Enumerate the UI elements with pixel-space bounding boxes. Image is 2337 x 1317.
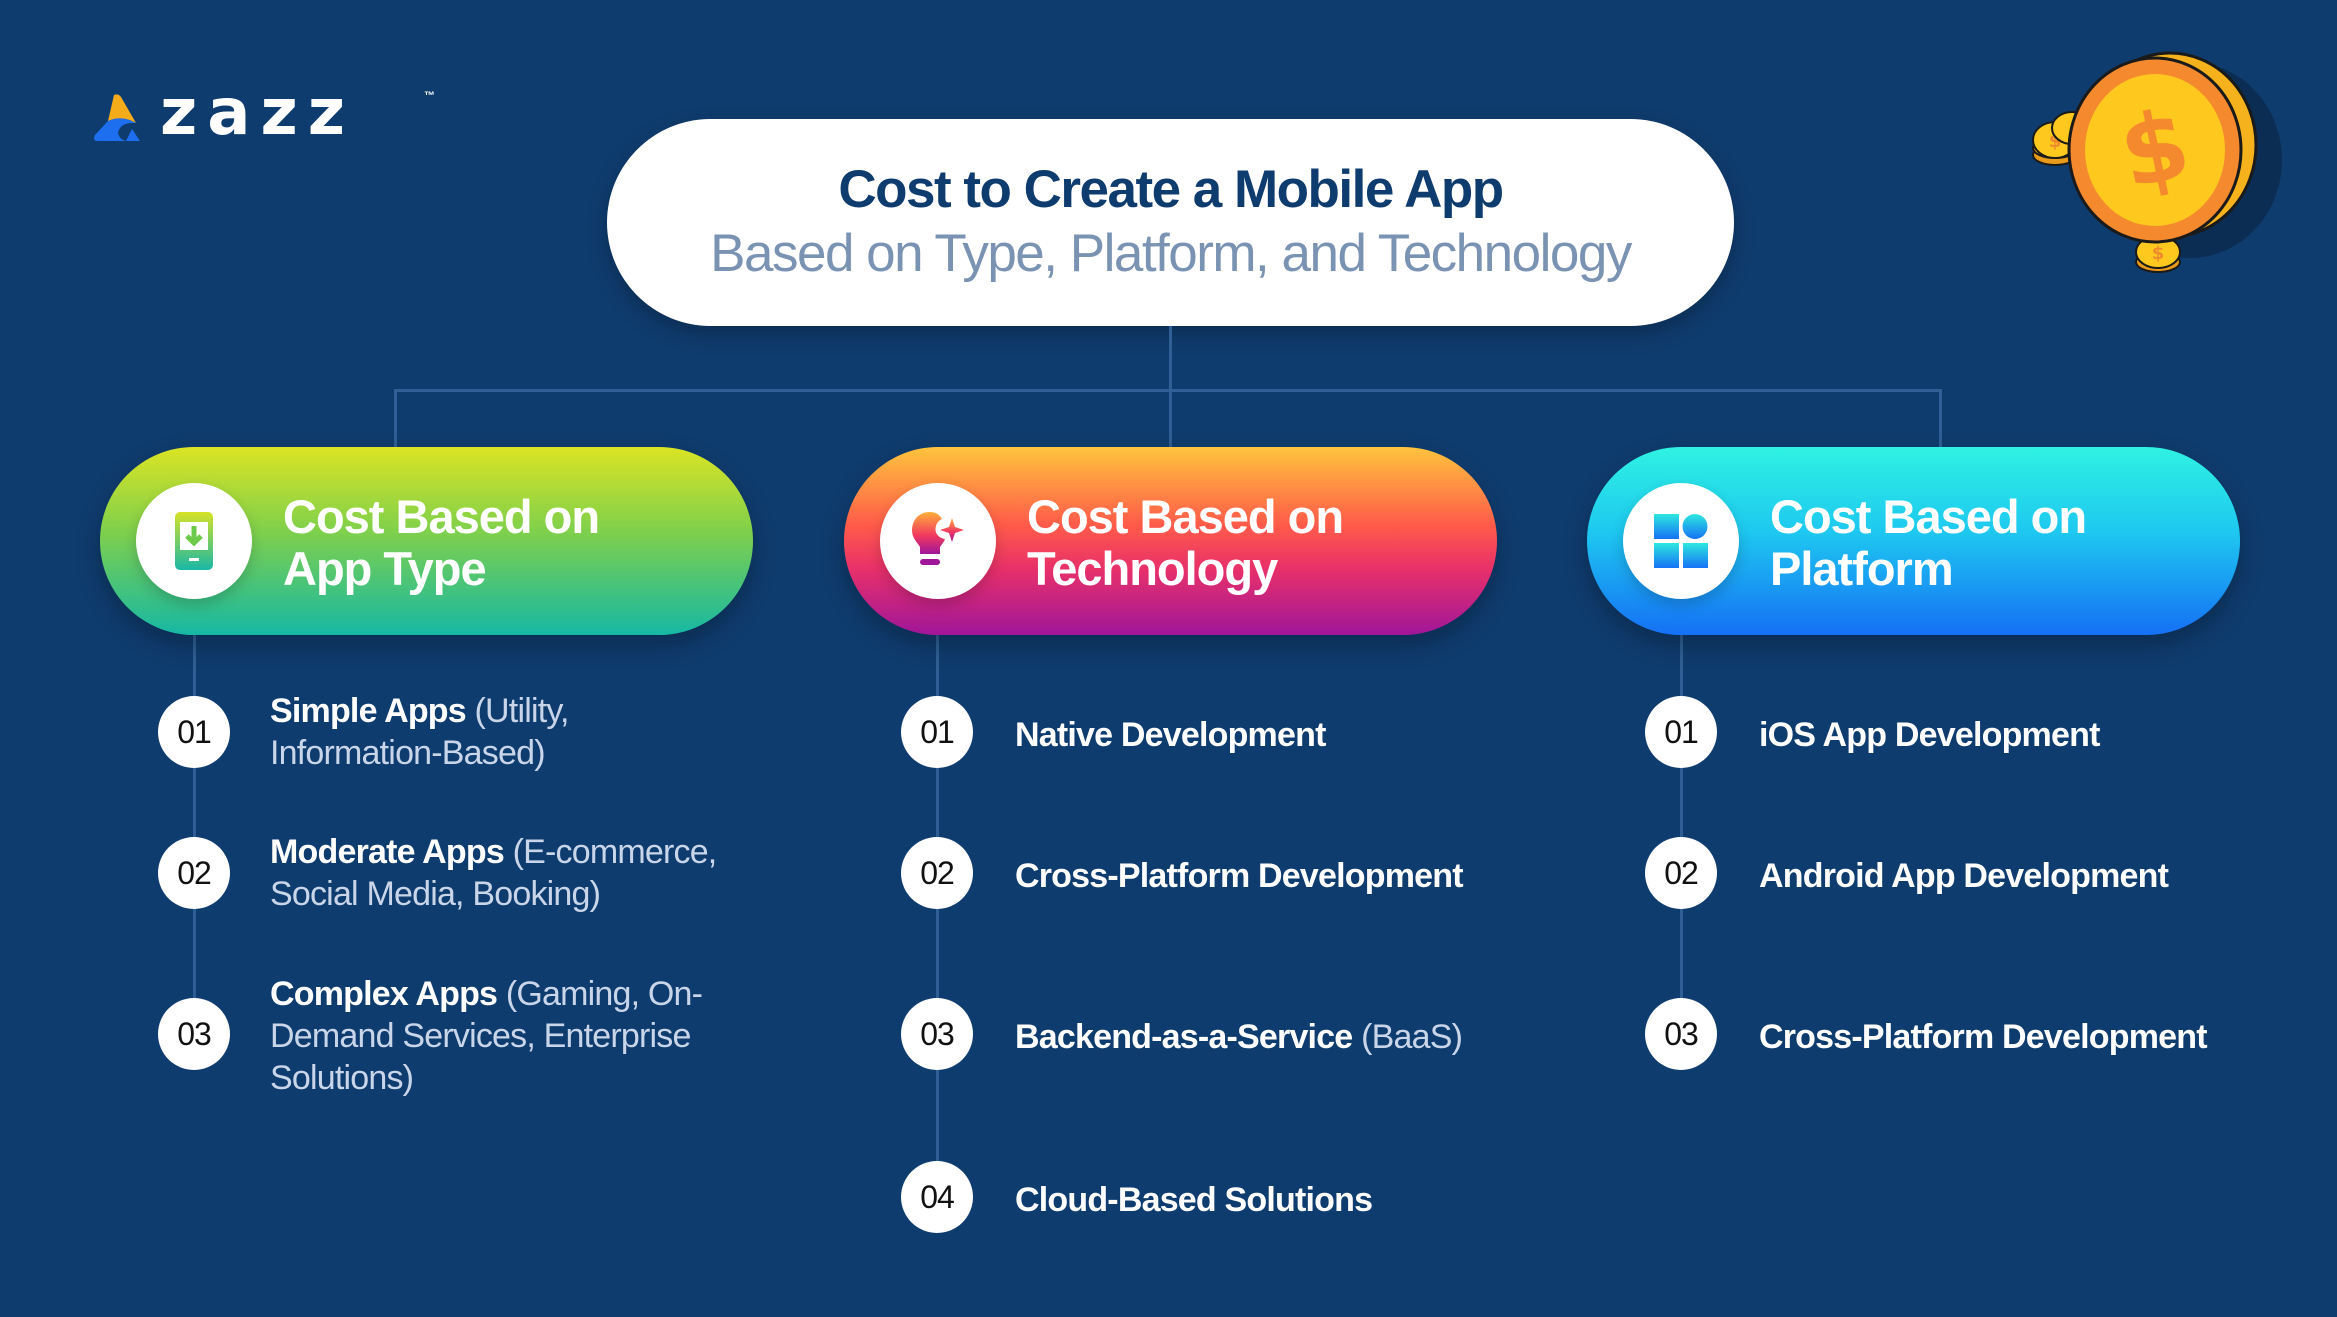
connector-right: [1939, 389, 1942, 447]
logo-wordmark: zazz: [160, 76, 355, 150]
list-item: Cross-Platform Development: [1015, 857, 1464, 895]
page-title: Cost to Create a Mobile App: [838, 159, 1504, 219]
column-3-timeline: [1680, 635, 1683, 1035]
category-platform: Cost Based on Platform: [1587, 447, 2240, 635]
connector-trunk: [1169, 326, 1172, 447]
title-card: Cost to Create a Mobile App Based on Typ…: [607, 119, 1734, 326]
dollar-coin-icon: $ $ $: [2010, 40, 2300, 280]
category-app-type: Cost Based on App Type: [100, 447, 753, 635]
connector-horizontal: [394, 389, 1942, 392]
list-item: Cross-Platform Development: [1759, 1018, 2208, 1056]
logo-mark-icon: [92, 93, 146, 145]
column-2-timeline: [936, 635, 939, 1197]
brand-logo: zazz ™: [92, 81, 435, 150]
item-number-badge: 02: [158, 837, 230, 909]
list-item: Simple Apps (Utility, Information-Based): [270, 692, 569, 772]
item-number-badge: 03: [901, 998, 973, 1070]
list-item: Moderate Apps (E-commerce, Social Media,…: [270, 833, 717, 913]
item-number-badge: 02: [1645, 837, 1717, 909]
list-item: Backend-as-a-Service (BaaS): [1015, 1018, 1463, 1056]
category-title: Cost Based on Platform: [1770, 490, 2087, 595]
connector-left: [394, 389, 397, 447]
lightbulb-sparkle-icon: [880, 483, 996, 599]
item-number-badge: 03: [158, 998, 230, 1070]
list-item: iOS App Development: [1759, 716, 2100, 754]
page-subtitle: Based on Type, Platform, and Technology: [710, 224, 1632, 284]
trademark-symbol: ™: [424, 90, 435, 102]
category-title: Cost Based on App Type: [283, 490, 600, 595]
category-technology: Cost Based on Technology: [844, 447, 1497, 635]
phone-download-icon: [136, 483, 252, 599]
list-item: Native Development: [1015, 716, 1326, 754]
svg-text:$: $: [2152, 243, 2165, 264]
app-grid-icon: [1623, 483, 1739, 599]
item-number-badge: 04: [901, 1161, 973, 1233]
item-number-badge: 03: [1645, 998, 1717, 1070]
list-item: Android App Development: [1759, 857, 2169, 895]
item-number-badge: 02: [901, 837, 973, 909]
category-title: Cost Based on Technology: [1027, 490, 1344, 595]
item-number-badge: 01: [901, 696, 973, 768]
item-number-badge: 01: [158, 696, 230, 768]
list-item: Cloud-Based Solutions: [1015, 1181, 1373, 1219]
item-number-badge: 01: [1645, 696, 1717, 768]
list-item: Complex Apps (Gaming, On- Demand Service…: [270, 975, 703, 1097]
